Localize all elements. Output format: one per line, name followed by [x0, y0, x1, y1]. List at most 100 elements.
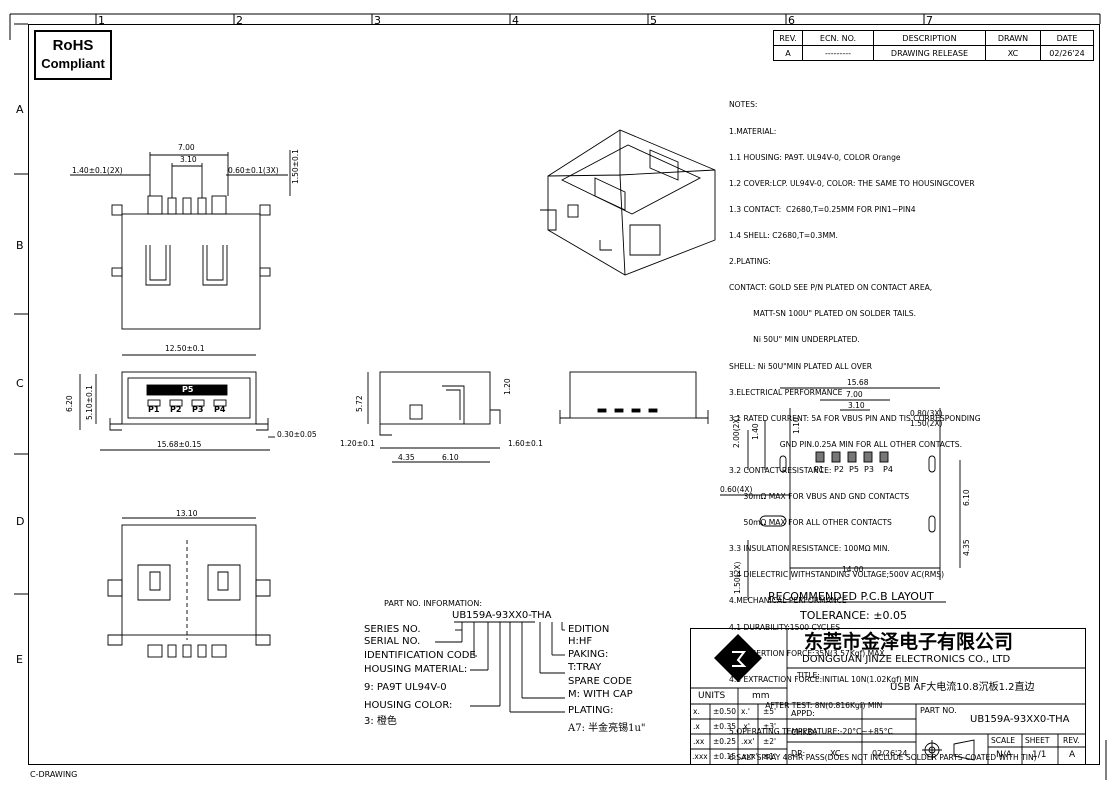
dim-4-35: 4.35	[398, 453, 415, 462]
rohs-line1: RoHS	[52, 37, 94, 54]
dim-1-60: 1.60±0.1	[508, 439, 543, 448]
dim-6-10: 6.10	[442, 453, 459, 462]
notes-block: NOTES: 1.MATERIAL: 1.1 HOUSING: PA9T. UL…	[729, 84, 1037, 772]
partno-tray: T:TRAY	[568, 662, 602, 673]
dim-1-20: 1.20±0.1	[340, 439, 375, 448]
drawing-frame	[28, 24, 1100, 765]
pin-label-p2: P2	[170, 405, 182, 414]
partno-series: SERIES NO.	[364, 624, 421, 635]
dr-name: XC	[830, 749, 841, 758]
revision-table: REV. ECN. NO. DESCRIPTION DRAWN DATE A -…	[773, 30, 1094, 61]
title-partno: UB159A-93XX0-THA	[970, 714, 1070, 725]
pin-label-p5: P5	[182, 385, 194, 394]
partno-paking: PAKING:	[568, 649, 609, 660]
note-line: CONTACT: GOLD SEE P/N PLATED ON CONTACT …	[729, 283, 933, 293]
rev-label: REV.	[1063, 736, 1080, 745]
note-line: 4.3 EXTRACTION FORCE:INITIAL 10N(1.02Kgf…	[729, 674, 919, 684]
tol-ang-x3-value: ±1'	[763, 752, 777, 761]
partno-color-value: 3: 橙色	[364, 716, 397, 727]
partno-pa9t: 9: PA9T UL94V-0	[364, 682, 447, 693]
pcb-tolerance: TOLERANCE: ±0.05	[800, 609, 907, 622]
pcb-layout-title: RECOMMENDED P.C.B LAYOUT	[768, 590, 934, 603]
note-line: 3.3 INSULATION RESISTANCE: 100MΩ MIN.	[729, 544, 890, 554]
tol-ang-x3: .xxx'	[740, 752, 758, 761]
partno-cap: M: WITH CAP	[568, 689, 633, 700]
zone-col-6: 6	[788, 14, 795, 27]
drawing-title: USB AF大电流10.8沉板1.2直边	[890, 682, 1035, 693]
company-name-cn: 东莞市金泽电子有限公司	[804, 631, 1014, 653]
pcb-dim-0-80: 0.80(3X)	[910, 409, 943, 418]
tol-ang-x1-value: ±3'	[763, 722, 777, 731]
tol-x1-value: ±0.35	[713, 722, 736, 731]
tol-x1: .x	[693, 722, 700, 731]
rev-date: 02/26'24	[1040, 45, 1094, 61]
dim-7: 7.00	[178, 143, 195, 152]
pin-label-p3: P3	[192, 405, 204, 414]
zone-col-1: 1	[98, 14, 105, 27]
title-label: TITLE:	[797, 671, 820, 680]
partno-hf: H:HF	[568, 636, 593, 647]
note-line: 1.MATERIAL:	[729, 126, 777, 136]
zone-row-d: D	[16, 515, 25, 528]
note-line: 30mΩ MAX FOR VBUS AND GND CONTACTS	[729, 492, 910, 502]
chkd-label: CHKD:	[791, 728, 817, 737]
pcb-pin-p2: P2	[834, 465, 844, 474]
zone-row-a: A	[16, 103, 24, 116]
sheet-label: SHEET	[1025, 736, 1050, 745]
tol-ang-x-value: ±5'	[763, 707, 777, 716]
tol-ang-x2-value: ±2'	[763, 737, 777, 746]
drawing-footer: C-DRAWING	[30, 770, 78, 779]
pcb-dim-14: 14.00	[842, 565, 864, 574]
rohs-line2: Compliant	[41, 56, 105, 71]
dr-label: DR:	[791, 749, 806, 758]
tol-x3: .xxx	[692, 752, 708, 761]
pcb-dim-3-10: 3.10	[848, 401, 865, 410]
note-line: AFTER TEST: 8N(0.816Kgf) MIN	[729, 700, 883, 710]
note-line: 1.1 HOUSING: PA9T. UL94V-0, COLOR Orange	[729, 152, 901, 162]
pcb-dim-7: 7.00	[846, 390, 863, 399]
partno-edition: EDITION	[568, 624, 610, 635]
tol-x-value: ±0.50	[713, 707, 736, 716]
tol-ang-x: x.'	[741, 707, 750, 716]
note-line: 6.SALT SPRAY 48HR PASS(DOES NOT INCLUDE …	[729, 753, 1037, 763]
rear-view	[559, 371, 709, 424]
partno-label: PART NO.	[920, 706, 957, 715]
note-line: MATT-SN 100U" PLATED ON SOLDER TAILS.	[729, 309, 917, 319]
company-logo	[714, 634, 762, 682]
note-line: 1.2 COVER:LCP. UL94V-0, COLOR: THE SAME …	[729, 178, 975, 188]
pcb-pin-p1: P1	[814, 465, 824, 474]
tol-x3-value: ±0.15	[713, 752, 736, 761]
pcb-pin-p4: P4	[883, 465, 893, 474]
scale-value: N/A	[996, 750, 1012, 760]
tol-x: x.	[693, 707, 700, 716]
note-line: 3.2 CONTACT RESISTANCE:	[729, 465, 832, 475]
dim-0-30: 0.30±0.05	[277, 430, 317, 439]
top-view	[70, 150, 291, 330]
note-line: 50mΩ MAX FOR ALL OTHER CONTACTS	[729, 518, 892, 528]
partno-serial: SERIAL NO.	[364, 636, 421, 647]
tol-x2-value: ±0.25	[713, 737, 736, 746]
partno-heading: PART NO. INFORMATION:	[384, 599, 483, 608]
bottom-view	[107, 517, 271, 658]
note-line: 4.1 DURABILITY:1500 CYCLES	[729, 622, 841, 632]
rohs-badge: RoHS Compliant	[34, 30, 112, 80]
zone-col-4: 4	[512, 14, 519, 27]
dim-3-10: 3.10	[180, 155, 197, 164]
dim-1-40: 1.40±0.1(2X)	[72, 166, 123, 175]
front-view	[79, 354, 275, 451]
scale-label: SCALE	[991, 736, 1016, 745]
pcb-pin-p3: P3	[864, 465, 874, 474]
note-line: NOTES:	[729, 100, 758, 110]
dim-0-60: 0.60±0.1(3X)	[228, 166, 279, 175]
note-line: 1.4 SHELL: C2680,T=0.3MM.	[729, 230, 838, 240]
partno-spare: SPARE CODE	[568, 676, 632, 687]
sheet-value: 1/1	[1032, 750, 1047, 760]
tol-ang-x1: .x'	[741, 722, 750, 731]
isometric-view	[540, 129, 716, 276]
dim-12-50: 12.50±0.1	[165, 344, 205, 353]
dim-15-68: 15.68±0.15	[157, 440, 202, 449]
zone-col-2: 2	[236, 14, 243, 27]
